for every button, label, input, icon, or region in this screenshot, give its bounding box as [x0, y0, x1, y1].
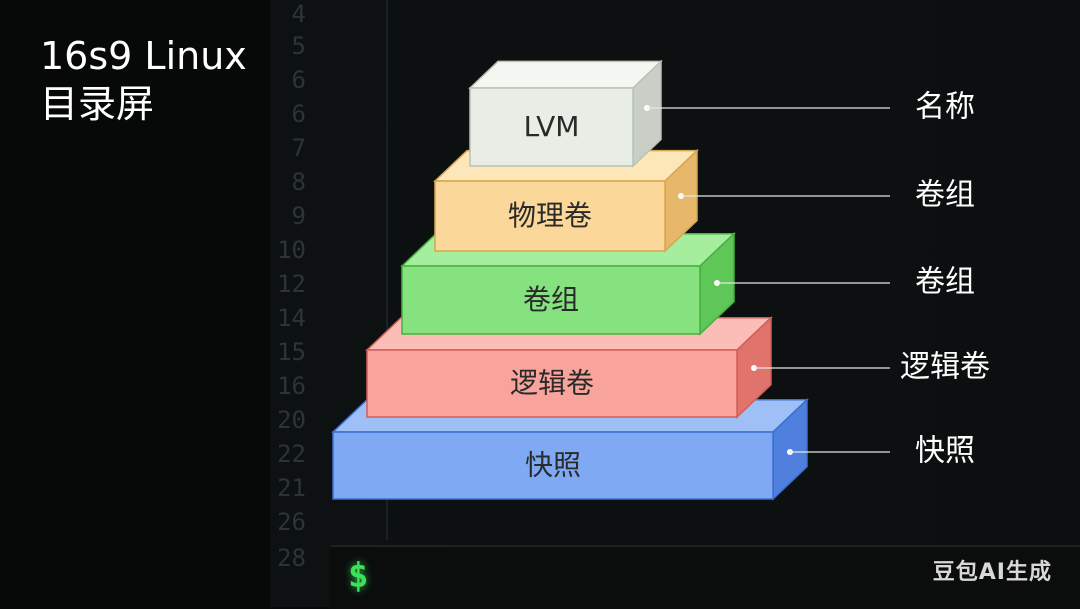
side-label: 快照	[915, 434, 975, 469]
line-number: 9	[291, 202, 306, 230]
layer-label: 物理卷	[508, 199, 592, 232]
terminal-panel[interactable]	[330, 545, 1080, 609]
line-number: 8	[291, 168, 306, 196]
title-line-1: 16s9 Linux	[40, 34, 247, 78]
line-number: 12	[277, 270, 306, 298]
page-title: 16s9 Linux 目录屏	[40, 32, 247, 128]
line-number: 10	[277, 236, 306, 264]
side-label: 卷组	[915, 265, 975, 300]
layer-front-face	[332, 431, 774, 500]
line-number: 15	[277, 338, 306, 366]
line-number: 6	[291, 66, 306, 94]
line-number: 6	[291, 100, 306, 128]
line-number: 16	[277, 372, 306, 400]
layer-label: 卷组	[523, 283, 579, 316]
layer-front-face	[366, 349, 738, 418]
line-number: 22	[277, 440, 306, 468]
line-number: 26	[277, 508, 306, 536]
title-line-2: 目录屏	[40, 82, 155, 126]
gutter-divider	[386, 0, 388, 540]
line-number-gutter: 4 5 6 6 7 8 9 10 12 14 15 16 20 22 21 26 28	[262, 0, 310, 607]
layer-front-face	[469, 87, 634, 167]
line-number: 7	[291, 134, 306, 162]
line-number: 14	[277, 304, 306, 332]
layer-front-face	[434, 180, 666, 252]
line-number: 5	[291, 32, 306, 60]
layer-top-face	[468, 60, 663, 89]
layer-label: 快照	[525, 449, 581, 482]
side-label: 卷组	[915, 178, 975, 213]
line-number: 28	[277, 544, 306, 572]
side-label: 名称	[915, 90, 975, 125]
side-label: 逻辑卷	[900, 350, 990, 385]
layer-front-face	[401, 265, 701, 335]
line-number: 21	[277, 474, 306, 502]
layer-block: LVM	[468, 59, 663, 168]
line-number: 20	[277, 406, 306, 434]
layer-label: LVM	[524, 110, 580, 143]
layer-label: 逻辑卷	[510, 367, 594, 400]
terminal-prompt: $	[348, 556, 369, 596]
line-number: 4	[291, 0, 306, 28]
ai-watermark: 豆包AI生成	[932, 560, 1052, 585]
